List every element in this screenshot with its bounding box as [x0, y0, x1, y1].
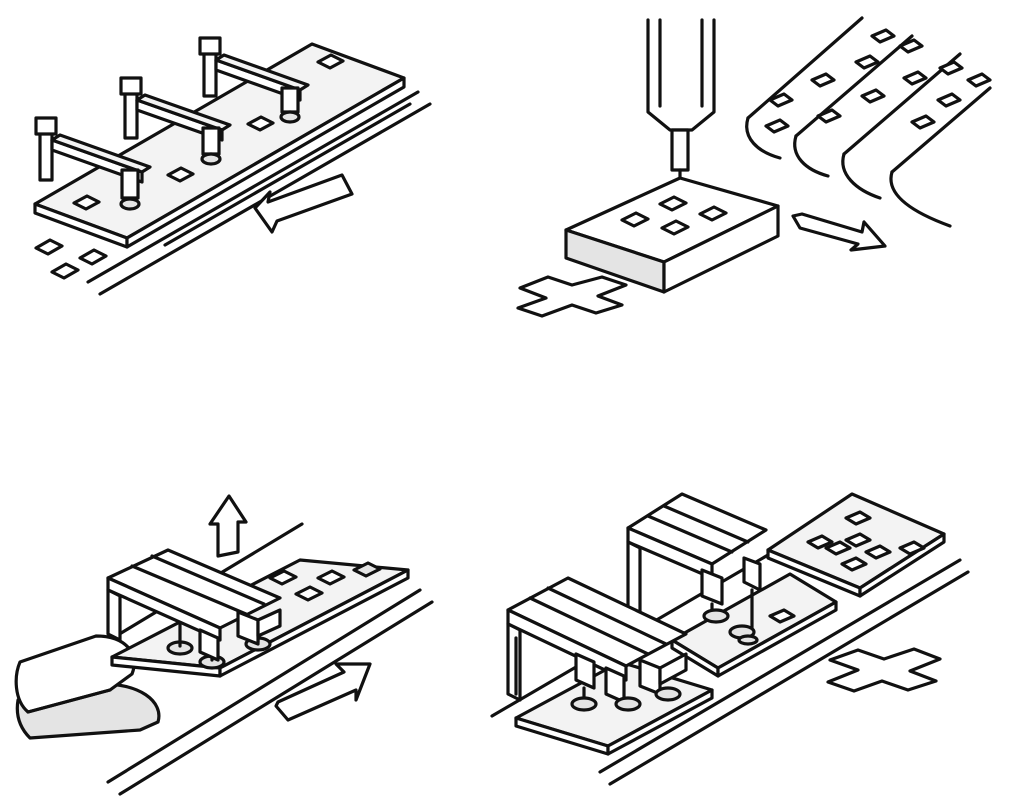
loose-components: [34, 238, 108, 280]
component-pad: [620, 211, 650, 228]
component-pad: [698, 205, 728, 222]
component-pad: [166, 166, 195, 183]
cross-mark-icon: [826, 647, 942, 693]
component-pad: [658, 195, 688, 212]
circuit-board: [670, 572, 838, 678]
direction-arrow-right-icon: [791, 212, 887, 252]
component-pad: [72, 194, 101, 211]
pick-head-1: [34, 116, 152, 211]
panel-placing-on-board: [490, 492, 970, 786]
panel-dispensing-paste: [516, 16, 992, 318]
direction-arrow-right-icon: [274, 662, 372, 722]
direction-arrow-up-icon: [208, 494, 248, 558]
placement-head: [506, 576, 688, 712]
placement-head: [626, 492, 768, 646]
pick-head-2: [119, 76, 232, 166]
component-pad: [294, 585, 324, 602]
pick-head-3: [198, 36, 310, 124]
component-pad: [316, 569, 346, 586]
component-pad: [660, 219, 690, 236]
panel-lifting-placement-head: [14, 494, 434, 796]
component-pad: [352, 561, 382, 578]
component-pad: [268, 569, 298, 586]
direction-arrow-left-icon: [253, 173, 354, 234]
panel-picking-components: [33, 36, 432, 296]
component-pad: [316, 53, 345, 70]
dispense-board: [564, 176, 780, 294]
circuit-board: [766, 492, 946, 598]
component-pad: [246, 115, 275, 132]
component-tape-icon: [745, 16, 992, 228]
placement-head: [106, 548, 282, 662]
cross-mark-icon: [516, 275, 628, 318]
feeder-roll: [14, 634, 161, 740]
nozzle-icon: [279, 110, 301, 124]
nozzle-icon: [200, 152, 222, 166]
nozzle-icon: [119, 197, 141, 211]
dispense-needle-icon: [646, 18, 716, 192]
